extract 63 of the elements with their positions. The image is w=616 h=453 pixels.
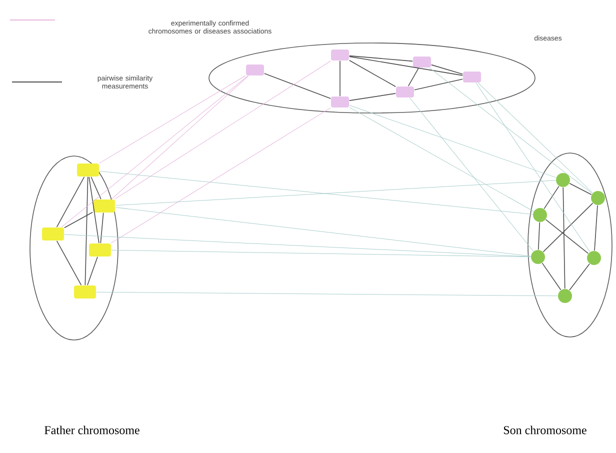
connector bbox=[349, 56, 463, 76]
connector bbox=[64, 234, 531, 257]
item-circle bbox=[591, 191, 605, 205]
item-box bbox=[463, 72, 481, 82]
item-box bbox=[42, 228, 64, 240]
group-label: Son chromosome bbox=[504, 426, 586, 434]
connector bbox=[56, 240, 82, 286]
connector bbox=[538, 222, 540, 250]
item-circle bbox=[533, 208, 547, 222]
connector bbox=[64, 212, 93, 228]
item-box bbox=[89, 244, 111, 256]
connector bbox=[264, 73, 331, 99]
connector bbox=[544, 186, 560, 210]
connector bbox=[349, 105, 556, 178]
connector bbox=[542, 202, 594, 252]
connector bbox=[408, 68, 420, 86]
item-box bbox=[74, 286, 96, 298]
connector bbox=[414, 78, 463, 90]
connector bbox=[110, 108, 331, 244]
connector bbox=[84, 176, 88, 286]
connector bbox=[562, 187, 566, 289]
connector bbox=[99, 75, 246, 164]
item-circle bbox=[556, 173, 570, 187]
connector bbox=[96, 292, 558, 296]
connector bbox=[115, 207, 531, 256]
connector bbox=[542, 262, 562, 290]
connector bbox=[429, 68, 592, 194]
connector bbox=[114, 60, 332, 200]
connector bbox=[349, 93, 396, 101]
connector bbox=[99, 170, 533, 215]
connector bbox=[410, 98, 534, 252]
connector bbox=[88, 176, 100, 244]
connector bbox=[569, 263, 590, 291]
connector bbox=[56, 176, 85, 228]
group-ellipse bbox=[528, 152, 612, 338]
item-box bbox=[77, 164, 99, 176]
group-ellipse bbox=[208, 42, 536, 114]
connector bbox=[476, 82, 590, 252]
connector bbox=[569, 182, 592, 196]
connector bbox=[349, 55, 413, 62]
item-box bbox=[331, 50, 349, 60]
connector bbox=[111, 76, 249, 200]
item-box bbox=[396, 86, 414, 98]
connector bbox=[90, 176, 102, 200]
group-label: Father chromosome bbox=[44, 426, 140, 434]
connector bbox=[87, 256, 98, 286]
group-ellipse bbox=[30, 156, 118, 340]
connector bbox=[349, 60, 396, 88]
item-circle bbox=[531, 250, 545, 264]
connector bbox=[594, 204, 598, 252]
connector bbox=[61, 76, 248, 228]
connector bbox=[349, 107, 534, 212]
item-box bbox=[93, 200, 115, 212]
connector bbox=[115, 180, 556, 206]
item-box bbox=[331, 96, 349, 108]
connector bbox=[100, 212, 104, 244]
connector bbox=[431, 64, 463, 75]
connector bbox=[478, 82, 593, 194]
item-box bbox=[246, 64, 264, 76]
item-box bbox=[413, 56, 431, 68]
item-circle bbox=[558, 289, 572, 303]
item-circle bbox=[587, 251, 601, 265]
connector bbox=[545, 219, 589, 254]
